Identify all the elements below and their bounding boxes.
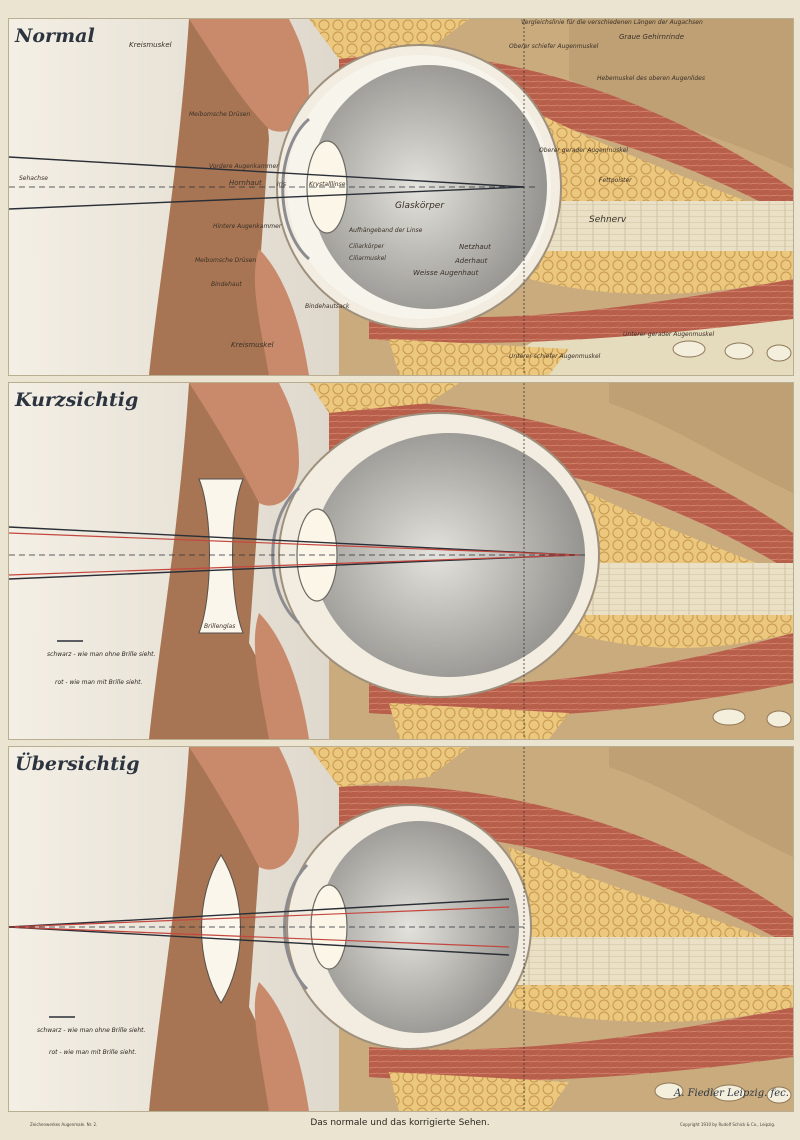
label-iris: Iris	[277, 181, 287, 188]
label-conj-sac: Bindehautsack	[305, 303, 350, 310]
label-retina: Netzhaut	[459, 243, 491, 251]
panel-hyperopia: Übersichtig schwarz - wie man ohne Brill…	[8, 746, 794, 1112]
footer-copyright: Copyright 1910 by Rudolf Schick & Co., L…	[680, 1122, 776, 1127]
label-meibom: Meibomsche Drüsen	[189, 111, 251, 118]
label-meibom-lower: Meibomsche Drüsen	[195, 257, 257, 264]
label-comparison-line: Vergleichslinie für die verschiedenen Lä…	[521, 19, 703, 26]
eye-diagram-hyperopia	[9, 747, 793, 1111]
label-lower-rectus: Unterer gerader Augenmuskel	[623, 331, 715, 338]
panel-normal: Normal Vergleichslinie für die verschied…	[8, 18, 794, 376]
artist-signature: A. Fiedler Leipzig. fec.	[674, 1088, 789, 1099]
label-upper-oblique: Oberer schiefer Augenmuskel	[509, 43, 599, 50]
label-grey-matter: Graue Gehirnrinde	[619, 33, 684, 41]
label-sclera: Weisse Augenhaut	[413, 269, 479, 277]
legend-without-glasses: schwarz - wie man ohne Brille sieht.	[37, 1027, 146, 1034]
legend-with-glasses: rot - wie man mit Brille sieht.	[55, 679, 143, 686]
label-lower-oblique: Unterer schiefer Augenmuskel	[509, 353, 601, 360]
label-cornea: Hornhaut	[229, 179, 262, 187]
label-lens-suspension: Aufhängeband der Linse	[349, 227, 423, 234]
label-levator: Hebemuskel des oberen Augenlides	[597, 75, 705, 82]
label-kreismuskel-top: Kreismuskel	[129, 41, 172, 49]
label-superior-rectus: Oberer gerader Augenmuskel	[539, 147, 629, 154]
footer-series-note: Zeichenwerkes Augenmale. Nr. 2.	[30, 1122, 98, 1127]
label-kreismuskel-bottom: Kreismuskel	[231, 341, 274, 349]
label-choroid: Aderhaut	[455, 257, 488, 265]
label-posterior-chamber: Hintere Augenkammer	[213, 223, 282, 230]
label-conjunctiva: Bindehaut	[211, 281, 242, 288]
panel-myopia: Kurzsichtig Brillenglas schwarz - wie ma…	[8, 382, 794, 740]
legend-without-glasses: schwarz - wie man ohne Brille sieht.	[47, 651, 156, 658]
label-fat: Fettpolster	[599, 177, 632, 184]
eye-diagram-myopia	[9, 383, 793, 739]
label-vitreous: Glaskörper	[395, 201, 445, 211]
label-anterior-chamber: Vordere Augenkammer	[209, 163, 279, 170]
label-ciliary-body: Ciliarkörper	[349, 243, 384, 250]
label-spectacle-lens: Brillenglas	[204, 623, 236, 630]
label-lens: Krystalllinse	[309, 181, 346, 188]
panel-title: Kurzsichtig	[15, 389, 139, 411]
label-ciliary-muscle: Ciliarmuskel	[349, 255, 386, 262]
panel-title: Übersichtig	[15, 753, 140, 775]
label-visual-axis: Sehachse	[19, 175, 48, 182]
panel-title: Normal	[15, 25, 95, 47]
label-optic-nerve: Sehnerv	[589, 215, 627, 225]
poster-title: Das normale und das korrigierte Sehen.	[310, 1118, 490, 1128]
eye-diagram-normal	[9, 19, 793, 375]
legend-with-glasses: rot - wie man mit Brille sieht.	[49, 1049, 137, 1056]
